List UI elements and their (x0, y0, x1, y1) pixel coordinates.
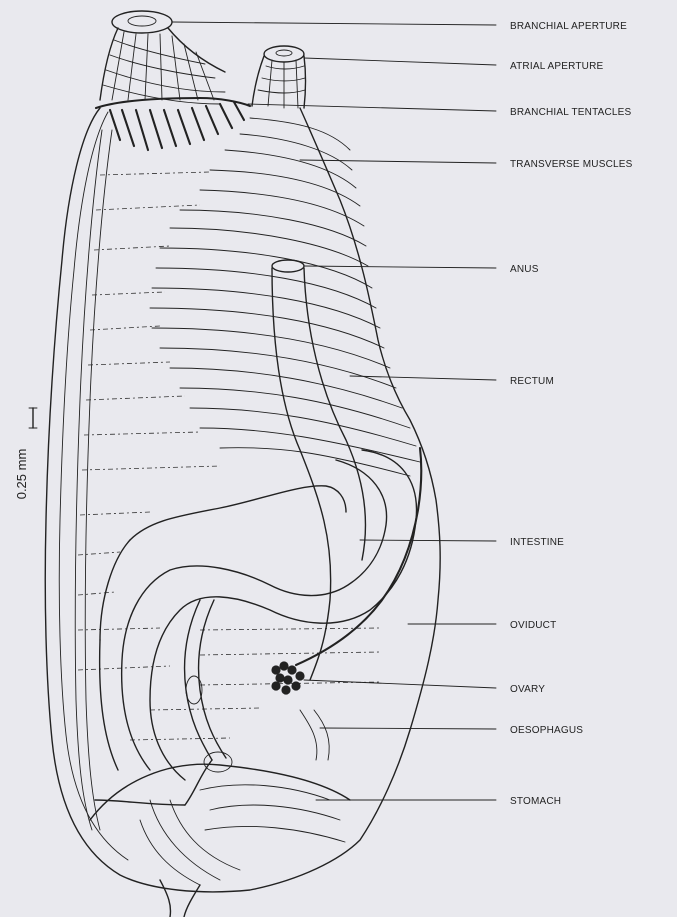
scale-bar: 0.25 mm (14, 408, 37, 499)
branchial-siphon (96, 11, 250, 108)
label-oesophagus: OESOPHAGUS (510, 725, 583, 736)
oesophagus (185, 600, 330, 772)
label-oviduct: OVIDUCT (510, 620, 556, 631)
label-atrial-aperture: ATRIAL APERTURE (510, 61, 604, 72)
branchial-tentacles (110, 102, 244, 150)
atrial-siphon (252, 46, 306, 108)
body-outline (45, 108, 440, 917)
label-anus: ANUS (510, 264, 539, 275)
labels: BRANCHIAL APERTURE ATRIAL APERTURE BRANC… (510, 21, 633, 807)
label-intestine: INTESTINE (510, 537, 564, 548)
transverse-muscles (78, 118, 420, 740)
label-rectum: RECTUM (510, 376, 554, 387)
label-stomach: STOMACH (510, 796, 561, 807)
label-branchial-tentacles: BRANCHIAL TENTACLES (510, 107, 632, 118)
label-ovary: OVARY (510, 684, 545, 695)
leader-lines (172, 22, 496, 800)
scale-bar-label: 0.25 mm (14, 449, 29, 500)
oviduct (296, 448, 421, 665)
stomach (90, 760, 350, 885)
label-branchial-aperture: BRANCHIAL APERTURE (510, 21, 627, 32)
label-transverse-muscles: TRANSVERSE MUSCLES (510, 159, 633, 170)
ovary (271, 661, 304, 694)
